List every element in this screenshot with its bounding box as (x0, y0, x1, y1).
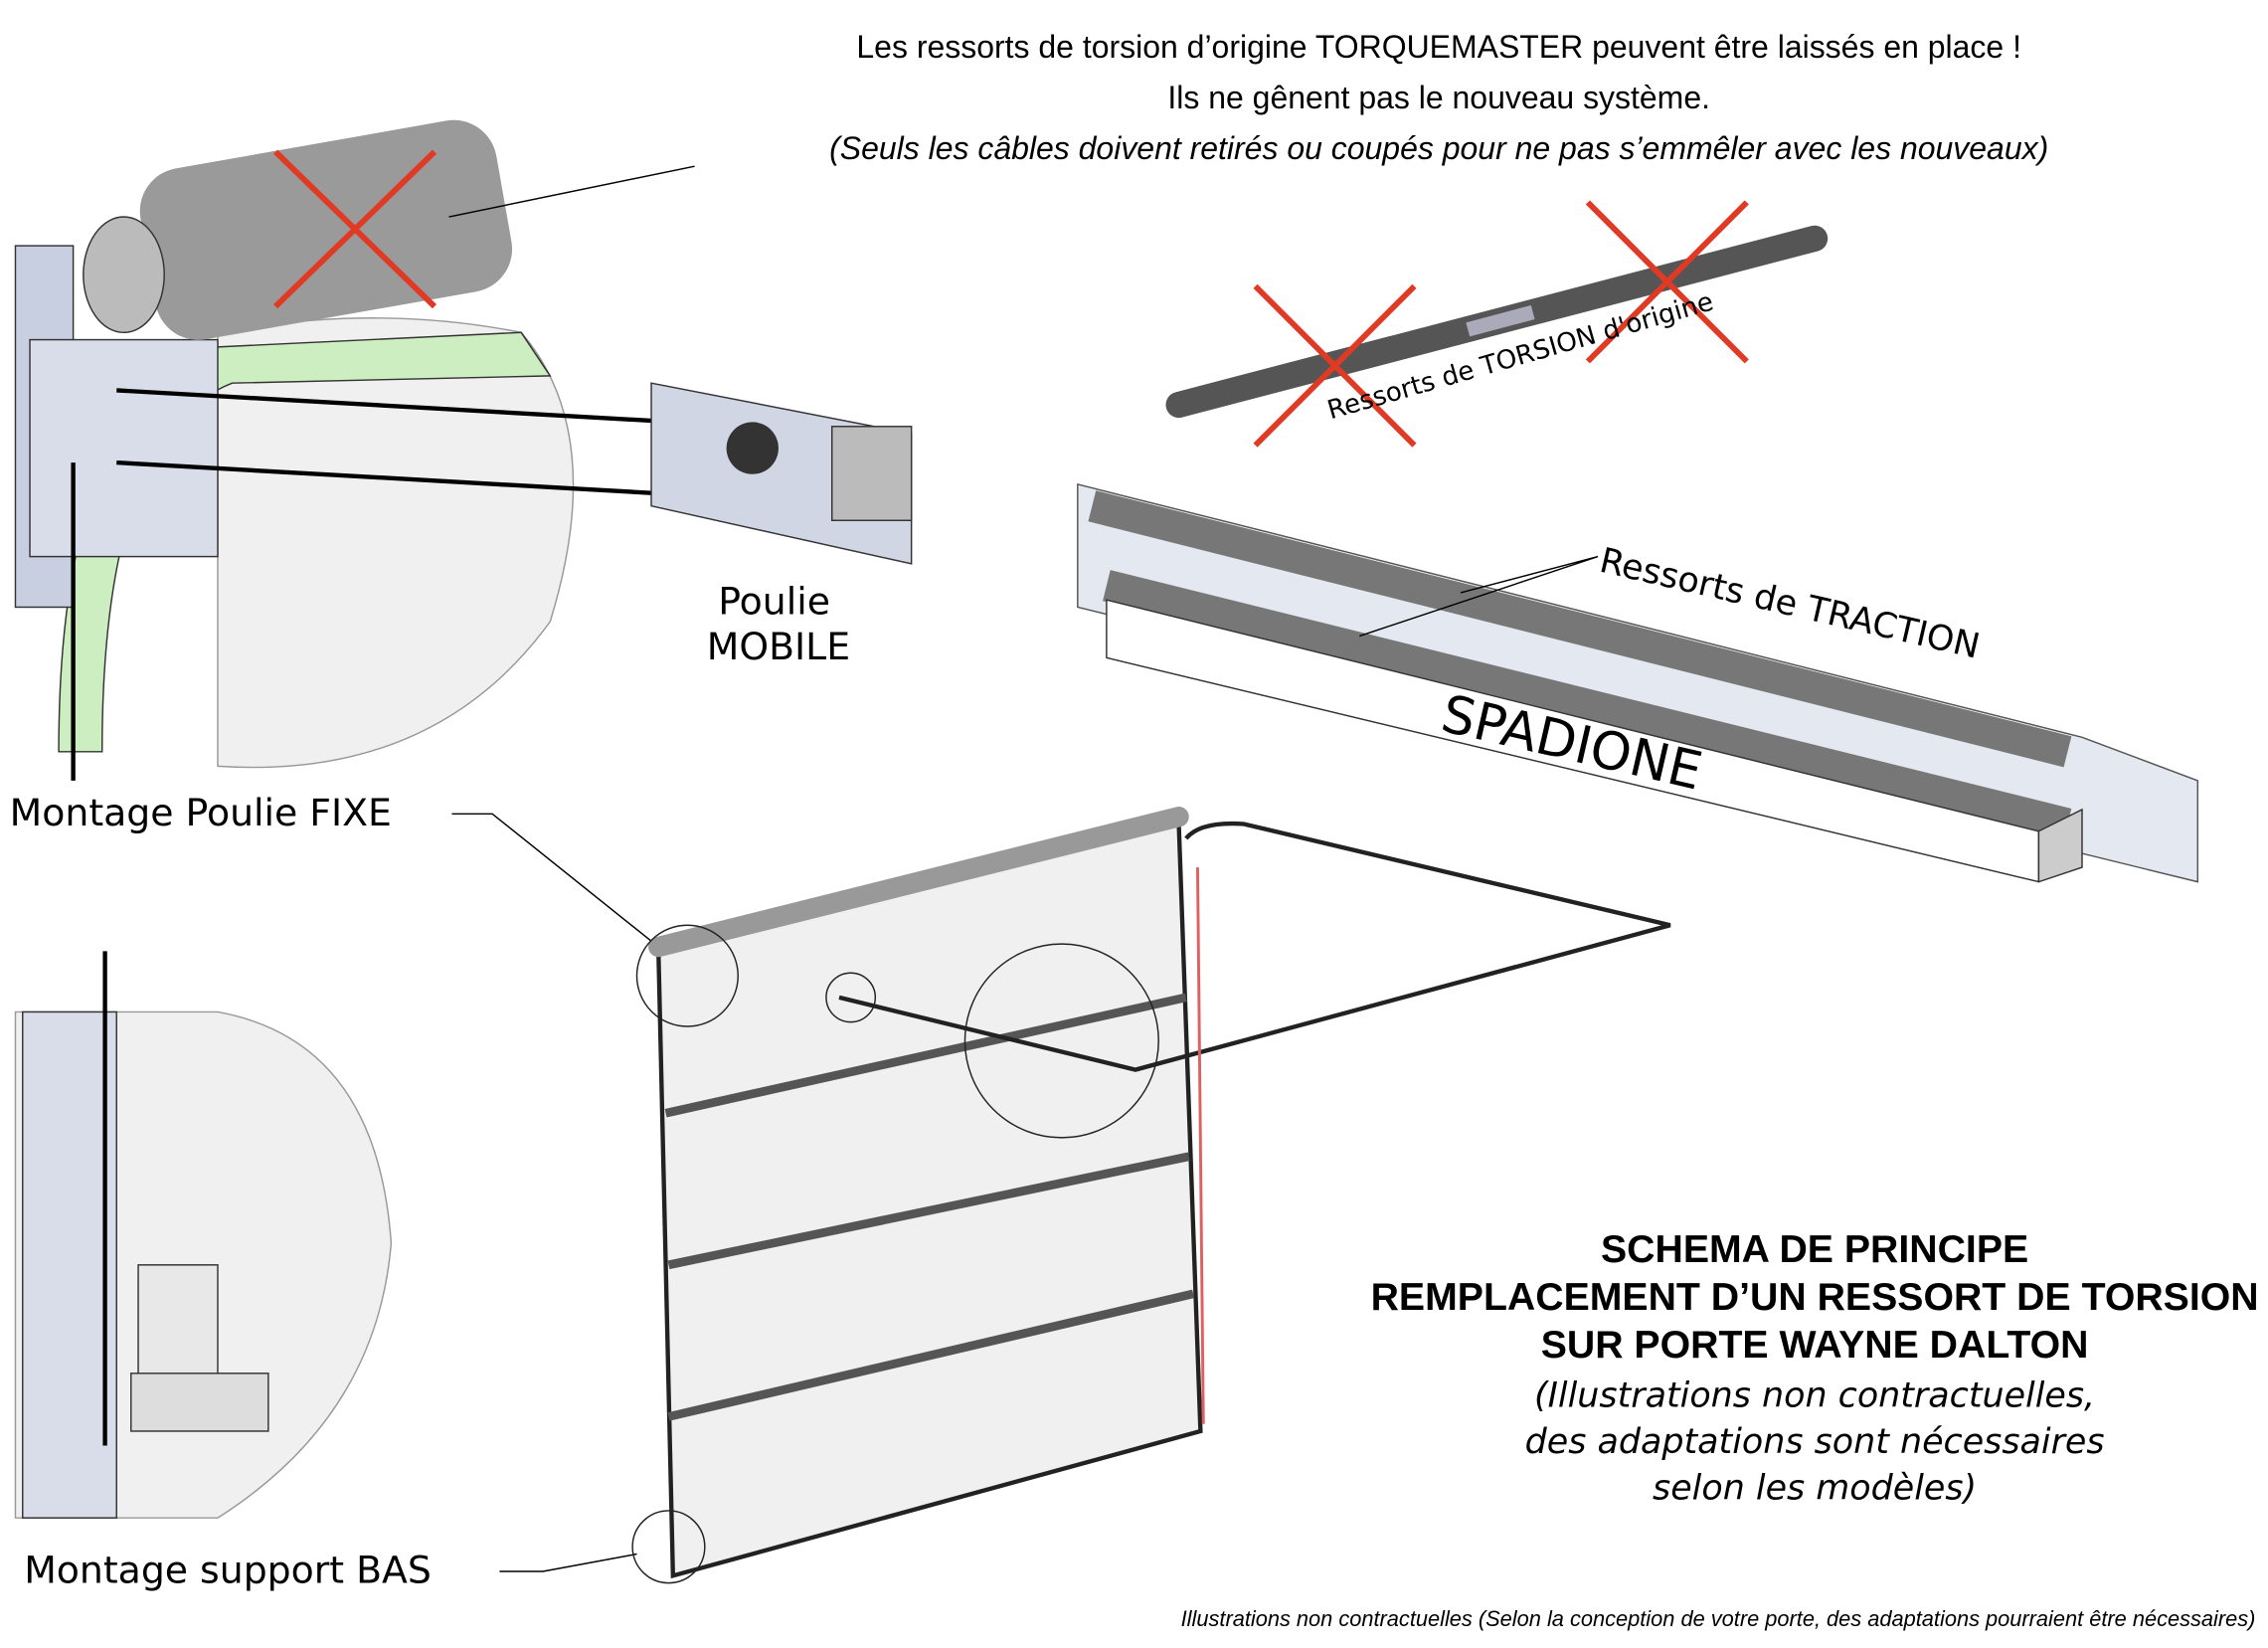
footer-note: Illustrations non contractuelles (Selon … (1181, 1606, 2256, 1631)
moving-pulley (650, 382, 913, 565)
bottom-support-detail (14, 951, 393, 1519)
cross-icon (273, 149, 437, 309)
cross-icon (1253, 200, 1749, 448)
title-line-2: REMPLACEMENT D’UN RESSORT DE TORSION (1371, 1275, 2259, 1319)
poulie-fixe-label: Montage Poulie FIXE (10, 791, 392, 834)
title-line-1: SCHEMA DE PRINCIPE (1601, 1227, 2028, 1271)
traction-springs: SPADIONE Ressorts de TRACTION (1077, 482, 2199, 883)
title-note-2: des adaptations sont nécessaires (1525, 1422, 2105, 1462)
header-line-2: Ils ne gênent pas le nouveau système. (1167, 80, 1710, 115)
header-line-3: (Seuls les câbles doivent retirés ou cou… (829, 130, 2048, 166)
torsion-springs: Ressorts de TORSION d'origine (1165, 200, 1829, 448)
header-line-1: Les ressorts de torsion d’origine TORQUE… (856, 29, 2021, 65)
cable (1196, 867, 1205, 1424)
garage-door (631, 807, 1671, 1584)
title-note-1: (Illustrations non contractuelles, (1534, 1375, 2095, 1415)
fixed-pulley-detail (14, 119, 913, 781)
title-line-3: SUR PORTE WAYNE DALTON (1541, 1323, 2089, 1367)
poulie-mobile-label-2: MOBILE (707, 625, 850, 668)
title-note-3: selon les modèles) (1653, 1468, 1977, 1508)
poulie-mobile-label-1: Poulie (718, 580, 830, 624)
torsion-spring-image (139, 119, 513, 340)
support-bas-label: Montage support BAS (24, 1549, 432, 1592)
